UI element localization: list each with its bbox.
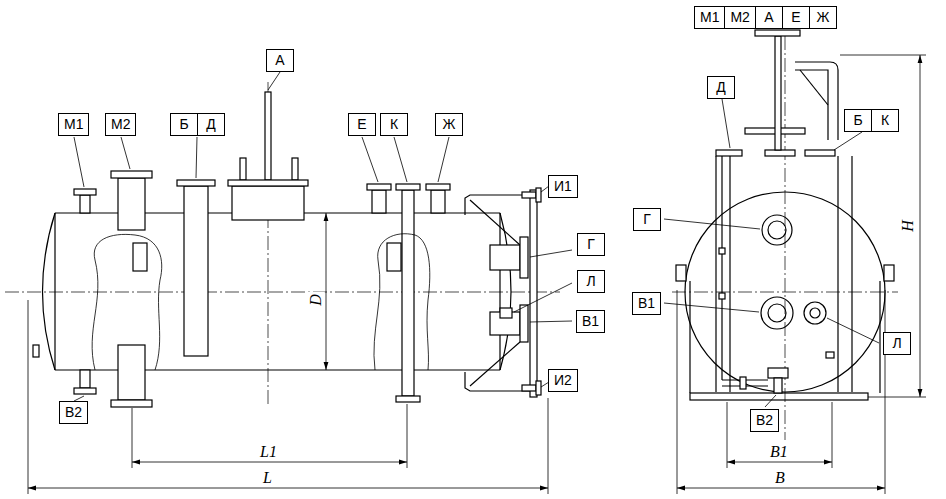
nozzle-tag: Л [883,332,911,355]
nozzle-tag: В1 [632,292,661,315]
nozzle-letter: В1 [633,293,660,314]
nozzle-letter: Л [884,333,910,354]
nozzle-tag: В2 [59,401,88,424]
nozzle-tag: Г [577,233,605,256]
nozzle-letter: А [755,7,782,28]
nozzle-tag: Ж [435,113,463,136]
nozzle-tag: М1 [58,113,89,136]
nozzle-tag: И2 [548,369,578,392]
nozzle-tag: Д [707,76,735,99]
leader-lines [74,72,879,407]
dimension-label: L1 [258,443,279,461]
nozzle-letter: Е [349,114,375,135]
nozzle-letter: Б [845,110,871,131]
dimension-label: H [899,218,917,234]
nozzle-letter: М1 [59,114,88,135]
nozzle-letter: Д [708,77,734,98]
center-lines [5,36,898,440]
nozzle-tag: БК [844,109,899,132]
nozzle-tag: М1М2АЕЖ [694,6,837,29]
dimension-label: B1 [768,443,790,461]
nozzle-letter: Е [782,7,809,28]
nozzle-letter: В2 [751,410,778,431]
dimension-lines [28,55,926,494]
vessel-side-view [33,92,541,407]
nozzle-letter: Ж [436,114,462,135]
nozzle-letter: К [381,114,407,135]
nozzle-letter: Г [578,234,604,255]
dimension-label: D [307,292,325,308]
nozzle-letter: М1 [695,7,724,28]
nozzle-letter: Г [634,209,660,230]
nozzle-tag: И1 [548,175,578,198]
nozzle-tag: Е [348,113,376,136]
nozzle-tag: В1 [576,310,605,333]
nozzle-letter: А [267,50,293,71]
nozzle-letter: И1 [549,176,577,197]
nozzle-letter: К [871,110,898,131]
nozzle-tag: БД [170,113,225,136]
nozzle-tag: М2 [105,113,136,136]
dimension-label: L [261,469,274,487]
nozzle-tag: А [266,49,294,72]
nozzle-letter: Ж [809,7,836,28]
nozzle-tag: Л [577,270,605,293]
nozzle-tag: Г [633,208,661,231]
nozzle-tag: В2 [750,409,779,432]
nozzle-letter: В2 [60,402,87,423]
dimension-label: B [773,469,787,487]
nozzle-letter: М2 [724,7,754,28]
nozzle-letter: М2 [106,114,135,135]
nozzle-letter: И2 [549,370,577,391]
nozzle-letter: Л [578,271,604,292]
nozzle-tag: К [380,113,408,136]
vessel-end-view [676,30,894,400]
nozzle-letter: Б [171,114,197,135]
nozzle-letter: Д [197,114,224,135]
nozzle-letter: В1 [577,311,604,332]
